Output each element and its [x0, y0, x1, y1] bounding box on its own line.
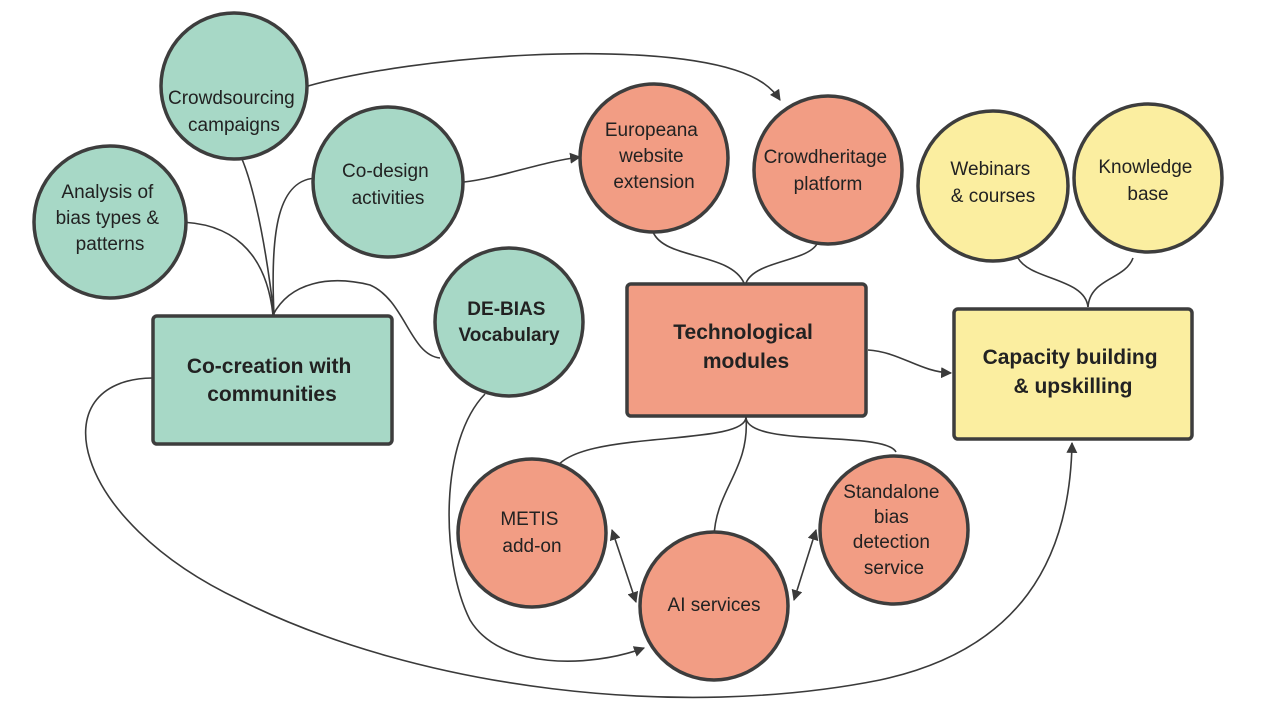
node-ai-services: AI services [638, 530, 790, 682]
debias-label: DE-BIAS Vocabulary [458, 299, 559, 346]
crowdheritage-circle [752, 94, 904, 246]
edge-cocreation-to-capacity [84, 377, 1078, 699]
cocreation-label: Co-creation with communities [187, 355, 357, 406]
europeana-label-line-3: extension [613, 172, 694, 193]
ai-label-line-1: AI services [668, 595, 761, 616]
edge-technological-to-standalone [745, 416, 897, 453]
standalone-label-line-4: service [864, 558, 924, 579]
edge-crowdsourcing-to-crowdheritage [307, 52, 781, 101]
edge-technological-to-metis [553, 416, 747, 473]
knowledge-label-line-2: base [1127, 184, 1168, 205]
node-analysis-bias-types: Analysis of bias types & patterns [32, 144, 188, 300]
capacity-label-line-1: Capacity building [983, 346, 1158, 369]
edge-ai-standalone-bidirectional [791, 528, 819, 602]
debias-label-line-2: Vocabulary [458, 325, 559, 346]
metis-label: METIS add-on [500, 509, 563, 557]
node-capacity-building-upskilling: Capacity building & upskilling [952, 307, 1194, 441]
edge-webinars-to-capacity [1017, 257, 1089, 308]
edge-debias-to-ai [448, 393, 646, 662]
node-standalone-bias-detection: Standalone bias detection service [818, 454, 970, 606]
standalone-label: Standalone bias detection service [843, 482, 944, 579]
capacity-label: Capacity building & upskilling [983, 346, 1164, 398]
edge-codesign-to-europeana [463, 152, 582, 183]
codesign-label: Co-design activities [342, 161, 434, 209]
debias-circle [433, 246, 585, 398]
crowdheritage-label: Crowdheritage platform [764, 147, 893, 195]
node-metis-addon: METIS add-on [456, 457, 608, 609]
edge-technological-to-ai [713, 416, 748, 539]
webinars-label: Webinars & courses [950, 159, 1035, 207]
webinars-circle [916, 109, 1070, 263]
metis-label-line-1: METIS [500, 509, 558, 530]
webinars-label-line-2: & courses [951, 186, 1035, 207]
edge-europeana-to-technological [652, 231, 745, 284]
node-codesign-activities: Co-design activities [311, 105, 465, 259]
node-knowledge-base: Knowledge base [1072, 102, 1224, 254]
codesign-circle [311, 105, 465, 259]
node-webinars-courses: Webinars & courses [916, 109, 1070, 263]
analysis-label-line-1: Analysis of [61, 182, 154, 203]
edge-metis-ai-bidirectional [609, 528, 639, 604]
analysis-label-line-3: patterns [76, 234, 145, 255]
crowdheritage-label-line-2: platform [794, 174, 863, 195]
capacity-label-line-2: & upskilling [1013, 375, 1132, 398]
node-europeana-website-extension: Europeana website extension [578, 82, 730, 234]
node-cocreation-with-communities: Co-creation with communities [151, 314, 394, 446]
knowledge-label: Knowledge base [1098, 157, 1197, 205]
metis-label-line-2: add-on [502, 536, 561, 557]
edge-debias-to-cocreation [272, 279, 441, 359]
technological-label-line-1: Technological [673, 321, 813, 344]
knowledge-label-line-1: Knowledge [1098, 157, 1192, 178]
analysis-circle [32, 144, 188, 300]
technological-box [625, 282, 868, 418]
technological-label: Technological modules [673, 321, 818, 373]
codesign-label-line-2: activities [352, 188, 425, 209]
node-crowdheritage-platform: Crowdheritage platform [752, 94, 904, 246]
standalone-label-line-3: detection [853, 532, 930, 553]
ai-label: AI services [668, 595, 761, 616]
debias-label-line-1: DE-BIAS [467, 299, 545, 320]
webinars-label-line-1: Webinars [950, 159, 1030, 180]
edges [84, 52, 1134, 699]
standalone-circle [818, 454, 970, 606]
ai-circle [638, 530, 790, 682]
edge-technological-to-capacity [867, 349, 953, 379]
cocreation-label-line-2: communities [207, 383, 337, 406]
standalone-label-line-1: Standalone [843, 482, 939, 503]
edge-analysis-to-cocreation [175, 221, 274, 316]
edge-crowdheritage-to-technological [745, 241, 819, 284]
metis-circle [456, 457, 608, 609]
europeana-label: Europeana website extension [605, 120, 703, 193]
node-crowdsourcing-campaigns: Crowdsourcing campaigns [159, 11, 309, 161]
analysis-label-line-2: bias types & [56, 208, 160, 229]
analysis-label: Analysis of bias types & patterns [56, 182, 165, 255]
technological-label-line-2: modules [703, 350, 789, 373]
edge-codesign-to-cocreation [272, 177, 319, 316]
node-technological-modules: Technological modules [625, 282, 868, 418]
knowledge-circle [1072, 102, 1224, 254]
crowdsourcing-label: Crowdsourcing campaigns [168, 88, 300, 136]
standalone-label-line-2: bias [874, 507, 909, 528]
crowdsourcing-label-line-2: campaigns [188, 115, 280, 136]
europeana-label-line-1: Europeana [605, 120, 698, 141]
cocreation-box [151, 314, 394, 446]
europeana-circle [578, 82, 730, 234]
europeana-label-line-2: website [618, 146, 683, 167]
codesign-label-line-1: Co-design [342, 161, 429, 182]
edge-knowledge-to-capacity [1087, 257, 1134, 308]
node-debias-vocabulary: DE-BIAS Vocabulary [433, 246, 585, 398]
cocreation-label-line-1: Co-creation with [187, 355, 352, 378]
crowdsourcing-circle [159, 11, 309, 161]
capacity-box [952, 307, 1194, 441]
crowdheritage-label-line-1: Crowdheritage [764, 147, 888, 168]
crowdsourcing-label-line-1: Crowdsourcing [168, 88, 295, 109]
